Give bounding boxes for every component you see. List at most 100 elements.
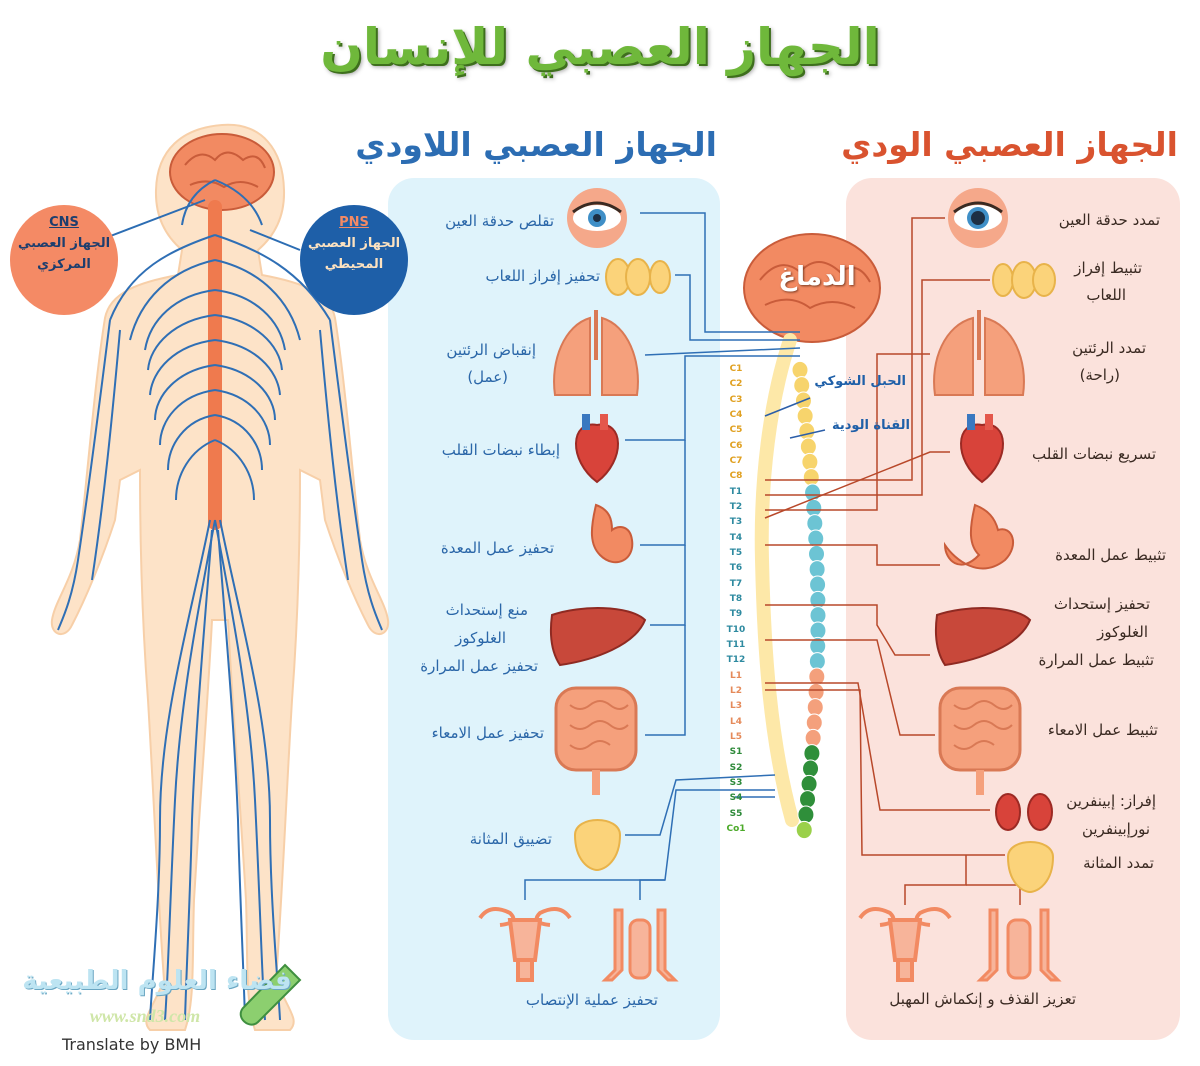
para-eye-label: تقلص حدقة العين [445,212,554,230]
sympathetic-chain-label: القناة الودية [831,418,910,433]
symp-female-reproductive-organ [858,907,952,982]
vertebra-label: L2 [730,686,742,696]
vertebra-label: T3 [729,517,743,528]
head-brain [169,133,275,211]
vertebra-label: S4 [729,793,743,804]
translator-credit: Translate by BMH [62,1035,202,1054]
vertebra-label: Co1 [726,824,746,834]
vertebra-label: L1 [730,670,742,681]
vertebra-label: C2 [729,379,743,390]
para-bladder-organ [573,819,622,872]
symp-bladder-organ [1006,841,1055,894]
symp-bladder-label: تمدد المثانة [1083,854,1154,872]
para-lungs-label-2: (عمل) [467,368,508,386]
chain-bead [801,452,819,472]
symp-kidneys-organ [995,793,1053,831]
vertebra-label: T10 [726,624,746,635]
sympathetic-title: الجهاز العصبي الودي [841,125,1178,164]
para-bladder-label: تضييق المثانة [469,830,552,848]
para-liver-label-3: تحفيز عمل المرارة [420,657,538,675]
vertebra-label: C4 [729,410,743,420]
pns-abbr: PNS [339,215,369,230]
para-stomach-label: تحفيز عمل المعدة [440,539,554,557]
para-stomach-organ [590,503,634,564]
pns-line2: المحيطي [324,257,384,272]
main-title: الجهاز العصبي للإنسان [320,18,880,76]
center-brain-icon [743,233,881,343]
parasympathetic-title: الجهاز العصبي اللاودي [355,125,717,164]
vertebra-label: S1 [729,747,743,758]
chain-bead [805,713,823,732]
vertebra-label: C1 [729,364,743,374]
para-salivary-organ [605,258,671,296]
watermark-url: www.snd3.com [89,1006,201,1026]
chain-bead [802,468,820,487]
vertebra-label: L5 [730,732,742,742]
vertebra-label: C6 [729,440,743,451]
para-liver-label-2: الغلوكوز [455,629,506,647]
symp-saliva-label-2: اللعاب [1086,286,1126,304]
para-female-reproductive-organ [478,907,572,982]
vertebra-label: C3 [729,394,743,405]
chain-bead [795,820,813,840]
chain-bead [809,621,827,640]
symp-intestine-organ [938,686,1022,795]
symp-lungs-label-1: تمدد الرئتين [1072,339,1146,357]
vertebra-label: L3 [730,701,742,712]
para-lungs-label-1: إنقباض الرئتين [446,341,536,359]
brain-label: الدماغ [778,262,856,292]
symp-liver-label-2: الغلوكوز [1097,623,1148,641]
vertebra-label: T5 [729,548,743,558]
chain-bead [805,498,823,518]
para-intestine-organ [554,686,638,795]
symp-eye-label: تمدد حدقة العين [1058,211,1160,229]
vertebra-label: L4 [730,716,742,727]
sympathetic-chain [791,360,827,840]
vertebra-label: T4 [729,532,743,543]
chain-bead [800,774,818,794]
vertebra-label: T1 [729,486,743,497]
pns-line1: الجهاز العصبي [307,236,401,251]
symp-eye-organ [948,188,1008,248]
chain-bead [808,652,826,671]
chain-bead [798,422,816,441]
cns-abbr: CNS [49,215,79,230]
chain-bead [806,514,824,533]
vertebra-label: S5 [729,808,743,819]
symp-lungs-organ [933,310,1025,396]
para-male-reproductive-organ [601,908,679,982]
chain-bead [809,575,827,594]
cns-line1: الجهاز العصبي [17,236,111,251]
cns-badge: CNS الجهاز العصبي المركزي [10,205,118,315]
parasympathetic-panel [388,178,720,1040]
spinal-cord-line [754,333,799,827]
chain-bead [806,698,824,717]
symp-salivary-organ [992,261,1056,299]
watermark-name: فضاء العلوم الطبيعية [22,966,292,996]
symp-lungs-label-2: (راحة) [1079,366,1120,384]
chain-bead [799,790,817,809]
vertebra-label: C8 [729,471,743,482]
flask-icon [239,963,302,1026]
symp-liver-label-1: تحفيز إستحداث [1053,595,1150,613]
cns-line2: المركزي [37,257,91,272]
chain-bead [804,728,822,748]
symp-saliva-label-1: تثبيط إفراز [1074,259,1142,277]
symp-adrenal-label-1: إفراز: إبينفرين [1066,792,1156,810]
para-heart-label: إبطاء نبضات القلب [441,441,560,459]
pns-badge: PNS الجهاز العصبي المحيطي [300,205,408,315]
para-genitals-label: تحفيز عملية الإنتصاب [525,991,658,1009]
chain-bead [802,759,820,778]
chain-bead [808,560,826,579]
vertebra-label: C5 [729,425,743,436]
chain-bead [808,544,826,564]
para-intestine-label: تحفيز عمل الامعاء [431,724,544,742]
vertebra-label: T6 [729,563,743,574]
symp-intestine-label: تثبيط عمل الامعاء [1047,721,1158,739]
sympathetic-panel [846,178,1180,1040]
chain-bead [809,590,827,610]
symp-heart-label: تسريع نبضات القلب [1032,445,1156,463]
vertebra-label: T8 [729,594,743,604]
symp-stomach-organ [943,503,1015,570]
